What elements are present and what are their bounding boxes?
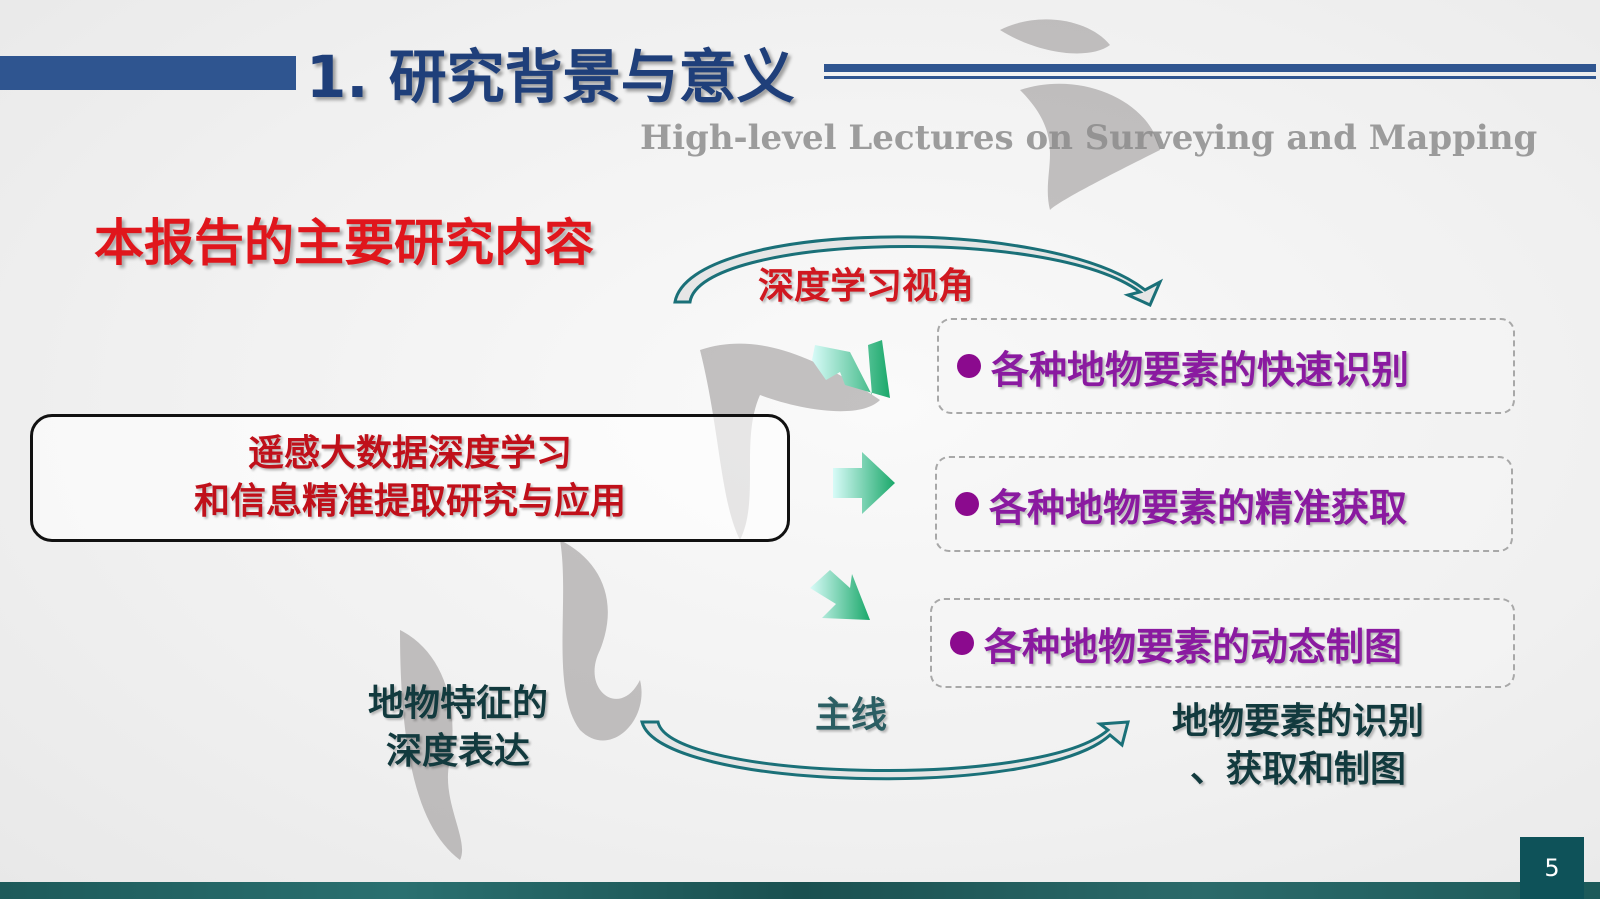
section-subtitle: 本报告的主要研究内容 xyxy=(94,214,594,272)
left-label-line2: 深度表达 xyxy=(386,731,531,772)
header-line xyxy=(824,64,1596,72)
bottom-curved-arrow xyxy=(640,720,1130,781)
main-topic-line2: 和信息精准提取研究与应用 xyxy=(193,481,626,522)
brush-stroke xyxy=(1020,83,1160,210)
bullet-icon xyxy=(955,492,979,516)
bullet-icon xyxy=(957,354,981,378)
right-label-line1: 地物要素的识别 xyxy=(1172,701,1425,742)
watermark-text: High-level Lectures on Surveying and Map… xyxy=(640,118,1538,158)
brush-stroke xyxy=(400,630,463,860)
arrow-right-icon xyxy=(833,452,895,514)
left-label: 地物特征的 深度表达 xyxy=(368,680,548,776)
brush-stroke xyxy=(1000,19,1110,54)
top-curved-arrow xyxy=(673,235,1164,307)
item-box-2: 各种地物要素的精准获取 xyxy=(935,456,1513,552)
footer-band xyxy=(0,882,1600,899)
page-title: 1. 研究背景与意义 xyxy=(306,43,795,111)
item-text: 各种地物要素的精准获取 xyxy=(989,485,1408,530)
header-bar-left xyxy=(0,56,296,90)
arrow-down-right-icon xyxy=(810,570,870,620)
brush-stroke xyxy=(560,540,642,741)
item-box-1: 各种地物要素的快速识别 xyxy=(937,318,1515,414)
left-label-line1: 地物特征的 xyxy=(368,683,549,724)
bullet-icon xyxy=(950,631,974,655)
main-topic-line1: 遥感大数据深度学习 xyxy=(247,433,572,474)
item-box-3: 各种地物要素的动态制图 xyxy=(930,598,1515,688)
right-label: 地物要素的识别 、获取和制图 xyxy=(1172,698,1424,794)
top-arc-label: 深度学习视角 xyxy=(758,266,975,307)
item-text: 各种地物要素的动态制图 xyxy=(984,624,1403,669)
main-topic-box: 遥感大数据深度学习 和信息精准提取研究与应用 xyxy=(30,414,790,542)
header-line-thin xyxy=(824,76,1596,79)
arrow-up-right-icon xyxy=(812,340,890,398)
right-label-line2: 、获取和制图 xyxy=(1190,749,1407,790)
item-text: 各种地物要素的快速识别 xyxy=(991,347,1410,392)
page-number: 5 xyxy=(1520,837,1584,899)
bottom-arc-label: 主线 xyxy=(815,695,888,736)
